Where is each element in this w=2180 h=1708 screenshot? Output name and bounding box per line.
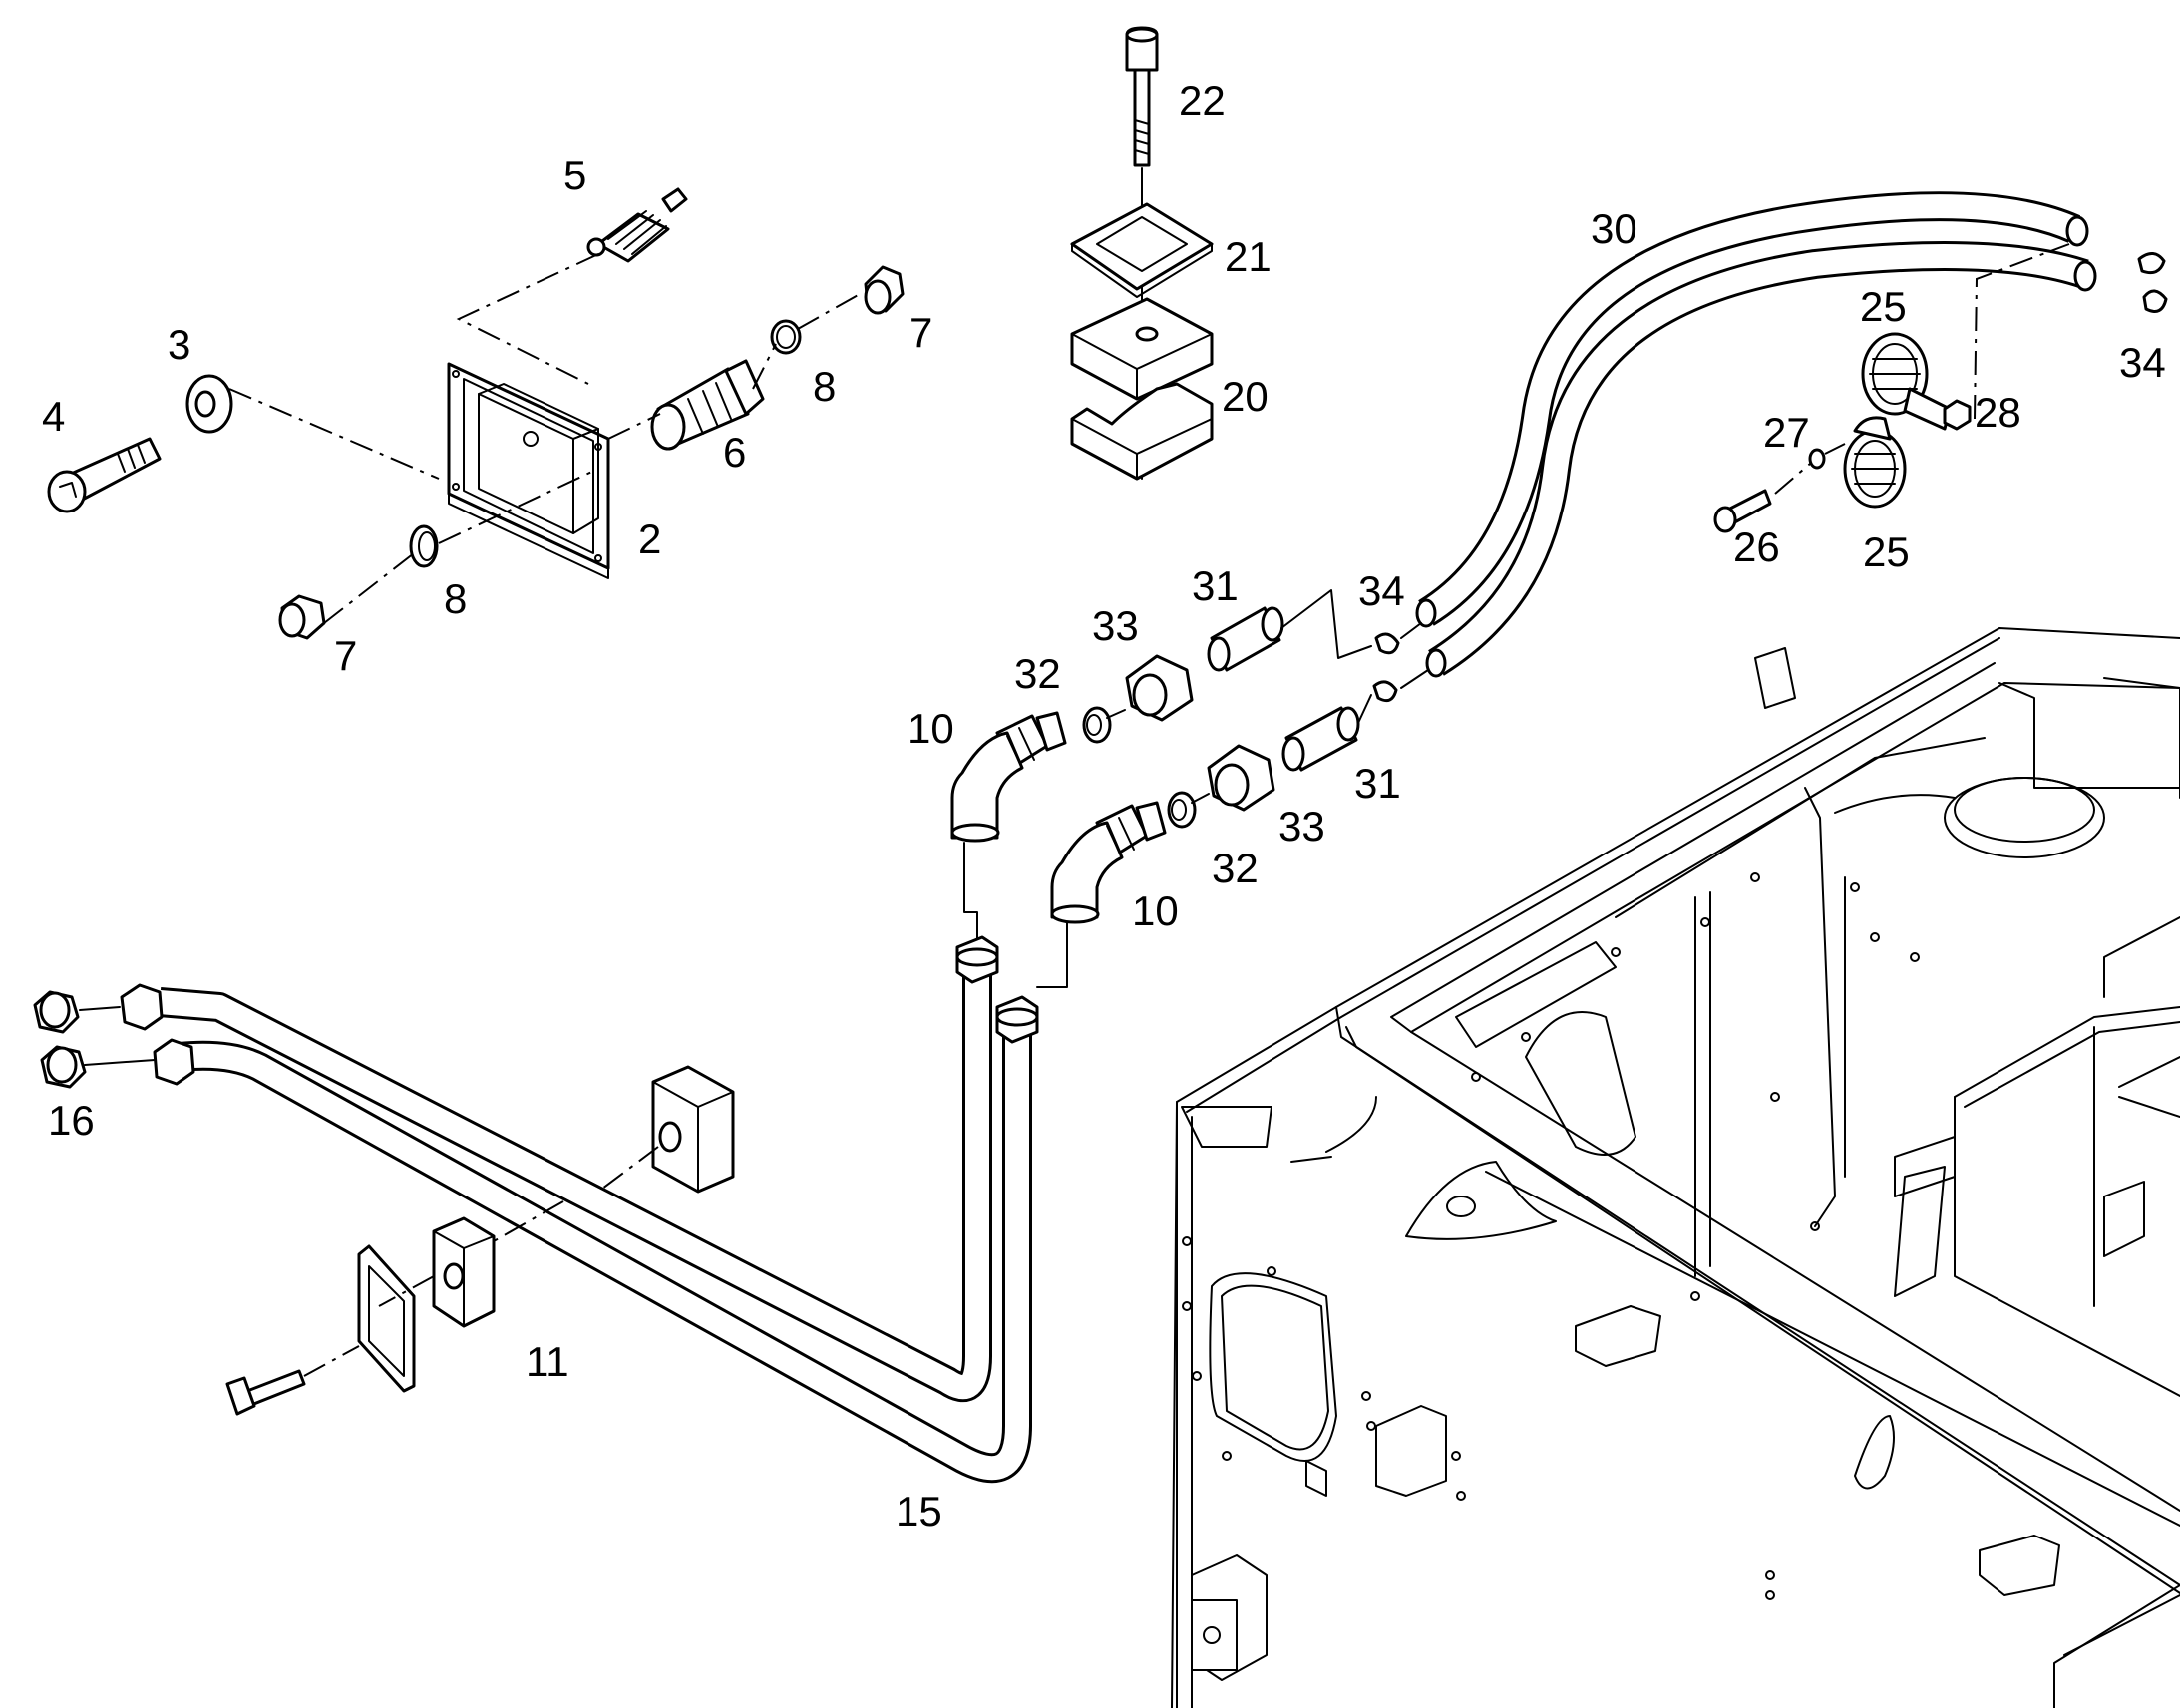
callout-5: 5 [563,152,586,198]
callout-8-lower: 8 [444,575,467,622]
callout-labels: 2 3 4 5 6 7 7 8 8 10 10 11 15 16 20 21 2… [42,77,2166,1535]
machine-frame [1171,627,2180,1708]
part-3-washer [185,374,233,434]
callout-20: 20 [1222,373,1269,420]
callout-33-upper: 33 [1092,602,1139,649]
part-16-nuts [33,990,156,1089]
callout-15: 15 [896,1488,942,1535]
part-2-mounting-plate [447,362,610,579]
part-10-elbow-upper [950,711,1067,843]
callout-30: 30 [1591,205,1637,252]
part-10-elbow-lower [1050,801,1167,924]
part-33-nut-upper [1125,654,1194,722]
part-34-hose-clamps-left [1372,632,1400,703]
callout-32-upper: 32 [1014,650,1061,697]
callout-4: 4 [42,393,65,440]
part-31-sleeve-upper [1207,606,1284,672]
part-32-ferrule-lower [1167,791,1197,829]
callout-2: 2 [638,515,661,562]
part-15-hose-assembly [120,935,1039,1484]
frame-holes [1182,872,1920,1600]
part-33-nut-lower [1207,744,1275,812]
part-30-hose-pair [1415,191,2097,678]
part-4-cap-screw [47,437,162,513]
callout-26: 26 [1733,523,1780,570]
part-20-clamp-halves [1070,297,1214,481]
callout-7-upper: 7 [909,309,932,356]
callout-32-lower: 32 [1212,845,1259,891]
part-5-threaded-fitting [586,187,688,263]
callout-3: 3 [168,321,190,368]
callout-11: 11 [526,1338,569,1385]
callout-22: 22 [1179,77,1226,124]
part-31-sleeve-lower [1281,706,1360,772]
part-32-ferrule-upper [1082,706,1112,744]
part-11-clamp-set [225,1065,735,1416]
callout-21: 21 [1225,233,1272,280]
part-34-hose-clamps-right [2137,252,2168,313]
callout-16: 16 [48,1097,95,1144]
callout-10-lower: 10 [1132,887,1179,934]
part-26-screw [1713,489,1772,533]
part-7-plug-lower [278,594,326,640]
callout-6: 6 [723,429,746,476]
callout-31-lower: 31 [1354,760,1401,807]
part-25-hose-bracket-lower [1843,416,1907,509]
callout-8-upper: 8 [813,363,836,410]
part-6-bulkhead-fitting [650,359,765,451]
callout-27: 27 [1763,409,1810,456]
callout-25-lower: 25 [1863,528,1910,575]
callout-31-upper: 31 [1192,562,1239,609]
part-25-hose-bracket-upper [1861,332,1952,431]
callout-33-lower: 33 [1278,803,1325,850]
callout-34-left: 34 [1358,567,1405,614]
part-28-nut [1943,399,1972,431]
callout-34-right: 34 [2119,339,2166,386]
part-27-washer [1808,448,1826,470]
part-21-cover-plate [1070,202,1214,298]
callout-7-lower: 7 [334,632,357,679]
part-22-bolt [1125,26,1159,167]
part-7-plug-upper [864,265,905,315]
callout-28: 28 [1975,389,2021,436]
callout-10-upper: 10 [908,705,954,752]
callout-25-upper: 25 [1860,283,1907,330]
